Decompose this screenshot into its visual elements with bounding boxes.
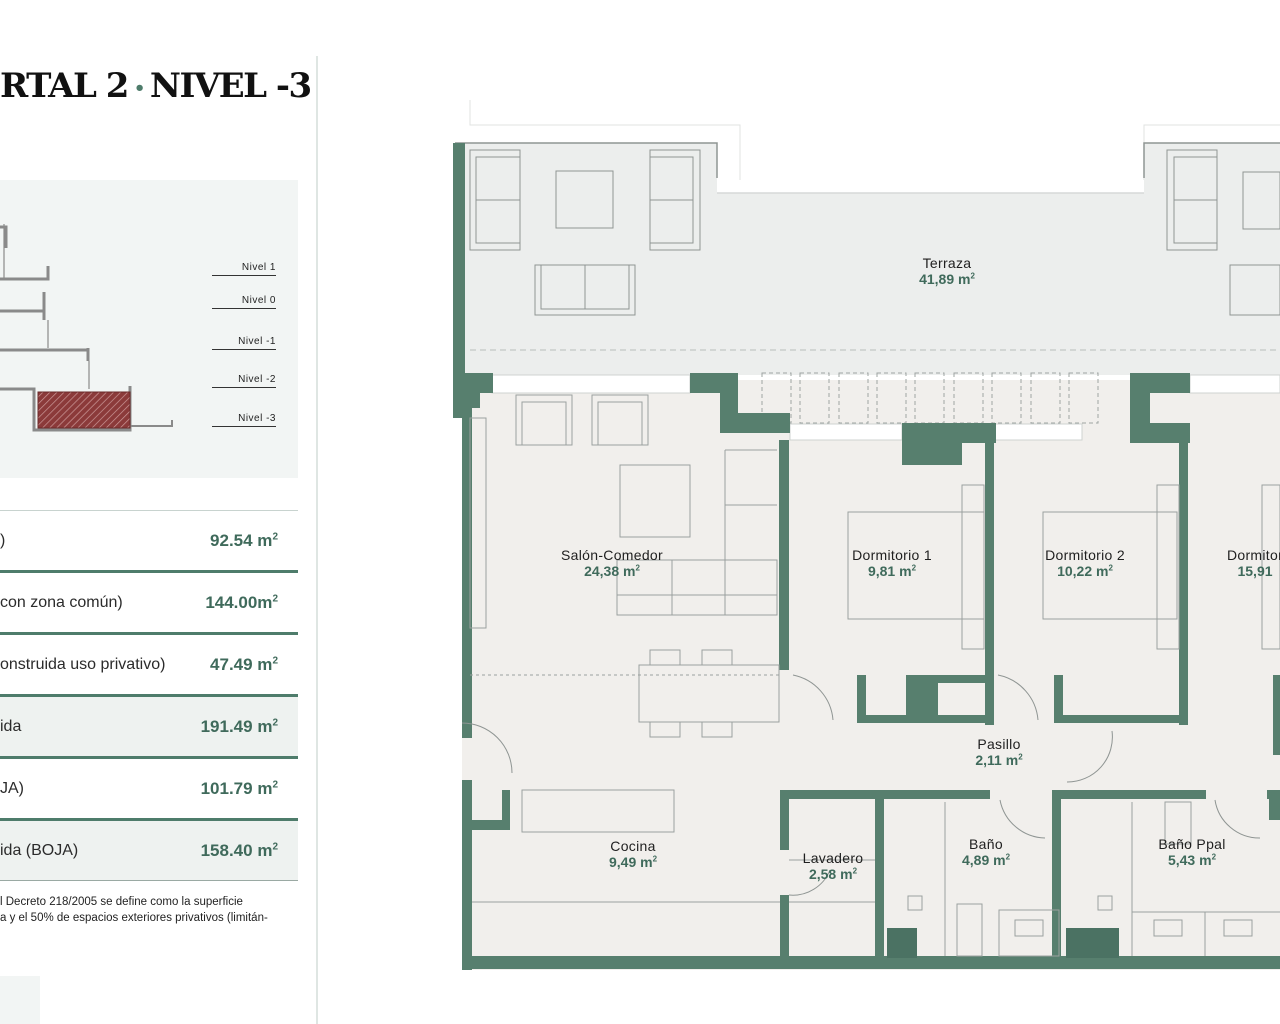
area-label: con zona común): [0, 593, 123, 611]
room-dormitorio-1: Dormitorio 1 9,81 m2: [852, 547, 932, 579]
bottom-panel-box: [0, 976, 40, 1024]
area-label: onstruida uso privativo): [0, 655, 166, 673]
area-value: 144.00m2: [205, 592, 278, 612]
area-row: con zona común) 144.00m2: [0, 573, 298, 635]
building-section-diagram: Nivel 1 Nivel 0 Nivel -1 Nivel -2 Nivel …: [0, 180, 298, 478]
area-value: 101.79 m2: [200, 778, 278, 798]
panel-divider: [316, 56, 318, 1024]
level-label-nivel-minus-1: Nivel -1: [212, 336, 276, 350]
room-dormitorio-3: Dormitor 15,91: [1226, 547, 1280, 579]
title-portal: RTAL 2: [0, 66, 129, 106]
room-pasillo: Pasillo 2,11 m2: [975, 736, 1023, 768]
level-label-nivel-minus-2: Nivel -2: [212, 374, 276, 388]
room-bano: Baño 4,89 m2: [961, 836, 1011, 868]
footnote-line: a y el 50% de espacios exteriores privat…: [0, 912, 268, 924]
info-panel: RTAL 2•NIVEL -3: [0, 0, 318, 1024]
area-label: ): [0, 531, 6, 549]
area-label: JA): [0, 779, 24, 797]
room-lavadero: Lavadero 2,58 m2: [802, 850, 864, 882]
area-value: 47.49 m2: [210, 654, 278, 674]
floor-plan-drawing-icon: [453, 100, 1280, 970]
floor-plan: Terraza 41,89 m2 Salón-Comedor 24,38 m2 …: [440, 90, 1280, 980]
area-row: ida 191.49 m2: [0, 697, 298, 759]
area-row: onstruida uso privativo) 47.49 m2: [0, 635, 298, 697]
area-summary-table: ) 92.54 m2 con zona común) 144.00m2 onst…: [0, 510, 298, 881]
area-row: JA) 101.79 m2: [0, 759, 298, 821]
area-value: 191.49 m2: [200, 716, 278, 736]
area-value: 92.54 m2: [210, 530, 278, 550]
room-salon-comedor: Salón-Comedor 24,38 m2: [561, 547, 663, 579]
level-label-nivel-minus-3: Nivel -3: [212, 413, 276, 427]
area-label: ida (BOJA): [0, 841, 79, 859]
room-dormitorio-2: Dormitorio 2 10,22 m2: [1045, 547, 1125, 579]
footnote-line: l Decreto 218/2005 se define como la sup…: [0, 896, 243, 908]
room-bano-ppal: Baño Ppal 5,43 m2: [1158, 836, 1226, 868]
level-label-nivel-0: Nivel 0: [212, 295, 276, 309]
section-diagram-icon: [0, 224, 173, 432]
footnote: l Decreto 218/2005 se define como la sup…: [0, 894, 300, 926]
level-label-nivel-1: Nivel 1: [212, 262, 276, 276]
area-row: ) 92.54 m2: [0, 511, 298, 573]
area-value: 158.40 m2: [200, 840, 278, 860]
page-title: RTAL 2•NIVEL -3: [0, 66, 312, 106]
room-terraza: Terraza 41,89 m2: [919, 255, 975, 287]
area-label: ida: [0, 717, 22, 735]
area-row: ida (BOJA) 158.40 m2: [0, 821, 298, 881]
title-level: NIVEL -3: [149, 66, 312, 106]
room-cocina: Cocina 9,49 m2: [608, 838, 658, 870]
title-separator-dot: •: [133, 77, 146, 99]
nivel-3-highlight: [37, 391, 131, 429]
